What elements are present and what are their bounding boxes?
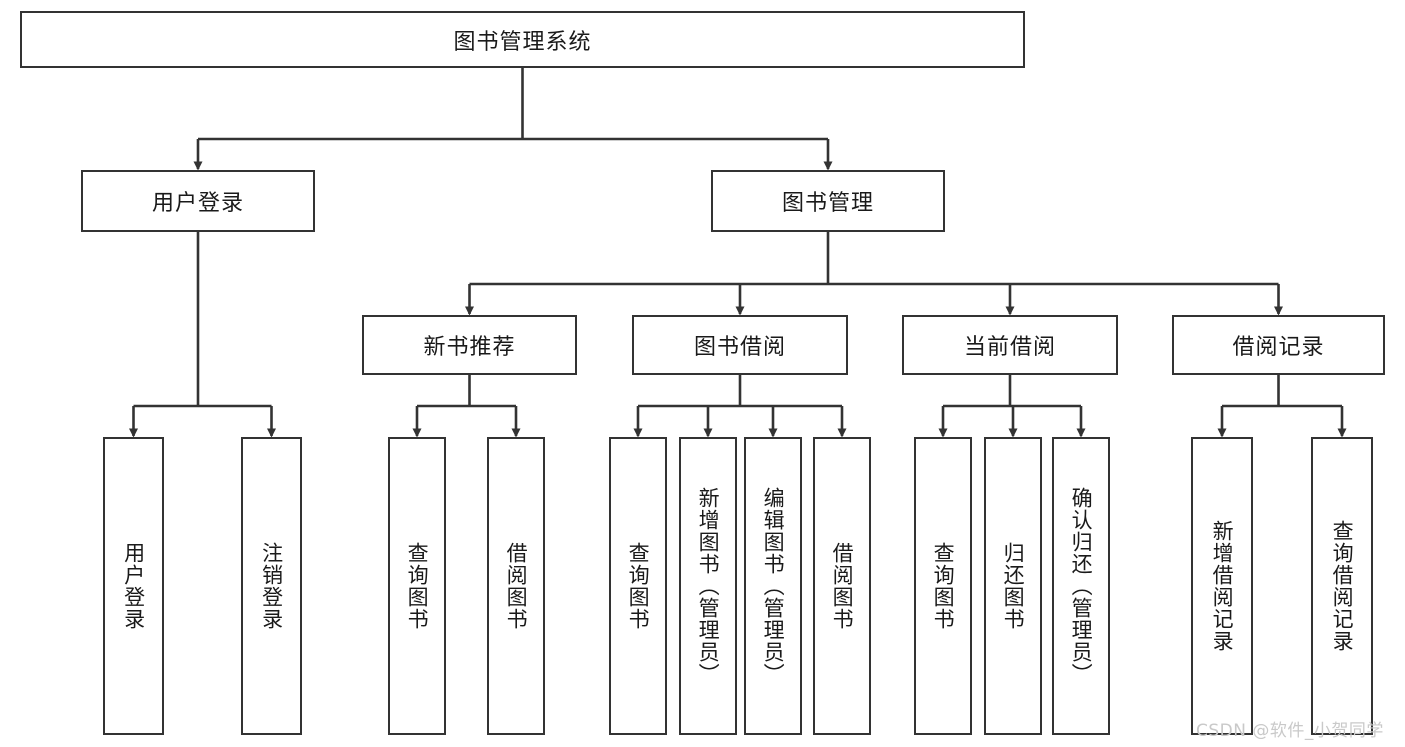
node-bookmgmt[interactable]: 图书管理 xyxy=(711,170,945,232)
node-label: 图书借阅 xyxy=(693,335,786,360)
node-label: 确认归还（管理员） xyxy=(1069,487,1094,685)
node-leaf-6[interactable]: 新增图书（管理员） xyxy=(679,437,737,735)
node-leaf-4[interactable]: 借阅图书 xyxy=(487,437,545,735)
node-records[interactable]: 借阅记录 xyxy=(1172,315,1385,375)
node-label: 新书推荐 xyxy=(423,335,516,360)
node-leaf-3[interactable]: 查询图书 xyxy=(388,437,446,735)
node-leaf-8[interactable]: 借阅图书 xyxy=(813,437,871,735)
node-label: 借阅图书 xyxy=(830,542,855,630)
node-label: 查询图书 xyxy=(626,542,651,630)
node-label: 借阅图书 xyxy=(504,542,529,630)
connector-group xyxy=(129,68,1347,438)
node-newbook[interactable]: 新书推荐 xyxy=(362,315,577,375)
node-label: 新增图书（管理员） xyxy=(696,487,721,685)
node-label: 借阅记录 xyxy=(1232,335,1325,360)
node-leaf-1[interactable]: 用户登录 xyxy=(103,437,164,735)
node-leaf-2[interactable]: 注销登录 xyxy=(241,437,302,735)
node-leaf-10[interactable]: 归还图书 xyxy=(984,437,1042,735)
node-current[interactable]: 当前借阅 xyxy=(902,315,1118,375)
node-label: 用户登录 xyxy=(121,542,146,630)
node-label: 图书管理 xyxy=(781,191,874,216)
node-label: 编辑图书（管理员） xyxy=(761,487,786,685)
node-leaf-12[interactable]: 新增借阅记录 xyxy=(1191,437,1253,735)
node-label: 查询图书 xyxy=(931,542,956,630)
node-label: 查询借阅记录 xyxy=(1330,520,1355,652)
node-leaf-13[interactable]: 查询借阅记录 xyxy=(1311,437,1373,735)
node-borrowbook[interactable]: 图书借阅 xyxy=(632,315,848,375)
node-leaf-11[interactable]: 确认归还（管理员） xyxy=(1052,437,1110,735)
node-label: 归还图书 xyxy=(1001,542,1026,630)
node-label: 注销登录 xyxy=(259,542,284,630)
node-label: 图书管理系统 xyxy=(453,29,592,55)
node-label: 查询图书 xyxy=(405,542,430,630)
node-leaf-9[interactable]: 查询图书 xyxy=(914,437,972,735)
node-root[interactable]: 图书管理系统 xyxy=(20,11,1025,68)
node-login[interactable]: 用户登录 xyxy=(81,170,315,232)
node-label: 当前借阅 xyxy=(963,335,1056,360)
node-label: 新增借阅记录 xyxy=(1210,520,1235,652)
node-leaf-7[interactable]: 编辑图书（管理员） xyxy=(744,437,802,735)
node-leaf-5[interactable]: 查询图书 xyxy=(609,437,667,735)
node-label: 用户登录 xyxy=(151,191,244,216)
